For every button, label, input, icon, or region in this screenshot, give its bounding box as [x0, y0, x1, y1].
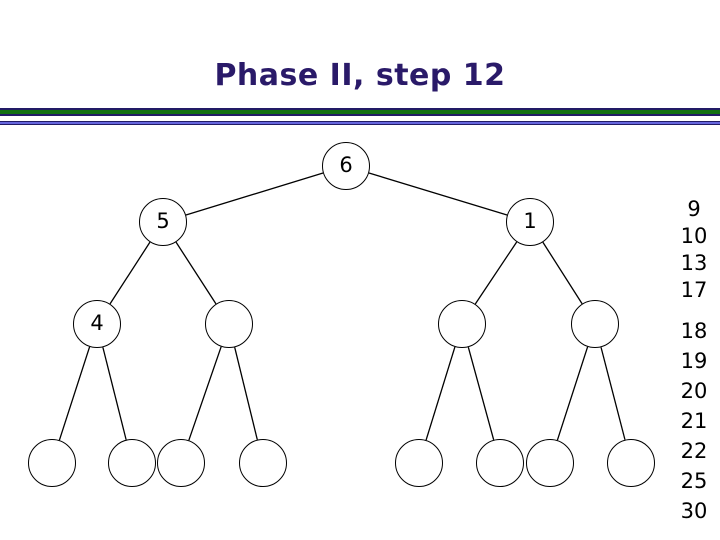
number-list-item: 9: [687, 197, 701, 221]
tree-node-label: [396, 440, 442, 486]
tree-node-label: [608, 440, 654, 486]
number-list-item: 30: [680, 499, 708, 523]
tree-node-empty[interactable]: [28, 439, 76, 487]
tree-edge: [175, 241, 217, 305]
tree-node-label: [439, 301, 485, 347]
tree-node-label: 5: [156, 209, 170, 233]
tree-node-4[interactable]: 4: [73, 300, 121, 348]
tree-node-label: [206, 301, 252, 347]
tree-node-empty[interactable]: [476, 439, 524, 487]
tree-edge: [188, 346, 222, 441]
tree-node-empty[interactable]: [526, 439, 574, 487]
tree-node-label: [109, 440, 155, 486]
tree-edge: [58, 346, 91, 441]
number-list-item: 13: [680, 251, 708, 275]
tree-edge: [467, 346, 495, 441]
tree-node-empty[interactable]: [438, 300, 486, 348]
tree-edge: [474, 241, 518, 305]
tree-node-label: [527, 440, 573, 486]
number-list-item: 18: [680, 319, 708, 343]
number-list-item: 21: [680, 409, 708, 433]
tree-edge: [425, 346, 456, 441]
tree-edge: [542, 241, 583, 305]
tree-node-empty[interactable]: [395, 439, 443, 487]
tree-node-label: [477, 440, 523, 486]
tree-edge: [556, 346, 589, 441]
tree-node-1[interactable]: 1: [506, 198, 554, 246]
tree-node-label: [240, 440, 286, 486]
number-list-item: 22: [680, 439, 708, 463]
number-list-item: 19: [680, 349, 708, 373]
divider-green-band: [0, 108, 720, 116]
tree-edge: [185, 172, 324, 216]
number-list-item: 20: [680, 379, 708, 403]
binary-tree-diagram: 6 5 1 4: [28, 142, 655, 487]
number-list-item: 10: [680, 224, 708, 248]
tree-edges: [58, 172, 626, 441]
tree-edge: [234, 347, 258, 440]
tree-edge: [600, 347, 626, 440]
tree-edge: [368, 172, 508, 216]
tree-node-empty[interactable]: [157, 439, 205, 487]
tree-edge: [102, 347, 127, 440]
number-list-item: 25: [680, 469, 708, 493]
number-list: 9 10 13 17 18 19 20 21 22 25 30: [668, 196, 720, 526]
tree-node-label: 1: [523, 209, 537, 233]
tree-node-label: 6: [339, 153, 353, 177]
number-group-one: 9 10 13 17: [668, 196, 720, 304]
page-title: Phase II, step 12: [214, 58, 506, 93]
tree-node-empty[interactable]: [108, 439, 156, 487]
tree-node-empty[interactable]: [205, 300, 253, 348]
tree-node-empty[interactable]: [571, 300, 619, 348]
divider: [0, 108, 720, 126]
tree-node-empty[interactable]: [239, 439, 287, 487]
tree-node-6[interactable]: 6: [322, 142, 370, 190]
tree-node-empty[interactable]: [607, 439, 655, 487]
title-block: Phase II, step 12: [0, 58, 720, 93]
number-list-item: 17: [680, 278, 708, 302]
tree-node-label: [572, 301, 618, 347]
tree-node-5[interactable]: 5: [139, 198, 187, 246]
number-group-two: 18 19 20 21 22 25 30: [668, 316, 720, 526]
tree-node-label: [29, 440, 75, 486]
tree-edge: [109, 241, 151, 305]
divider-blue-line: [0, 121, 720, 125]
tree-node-label: [158, 440, 204, 486]
tree-node-label: 4: [90, 311, 104, 335]
